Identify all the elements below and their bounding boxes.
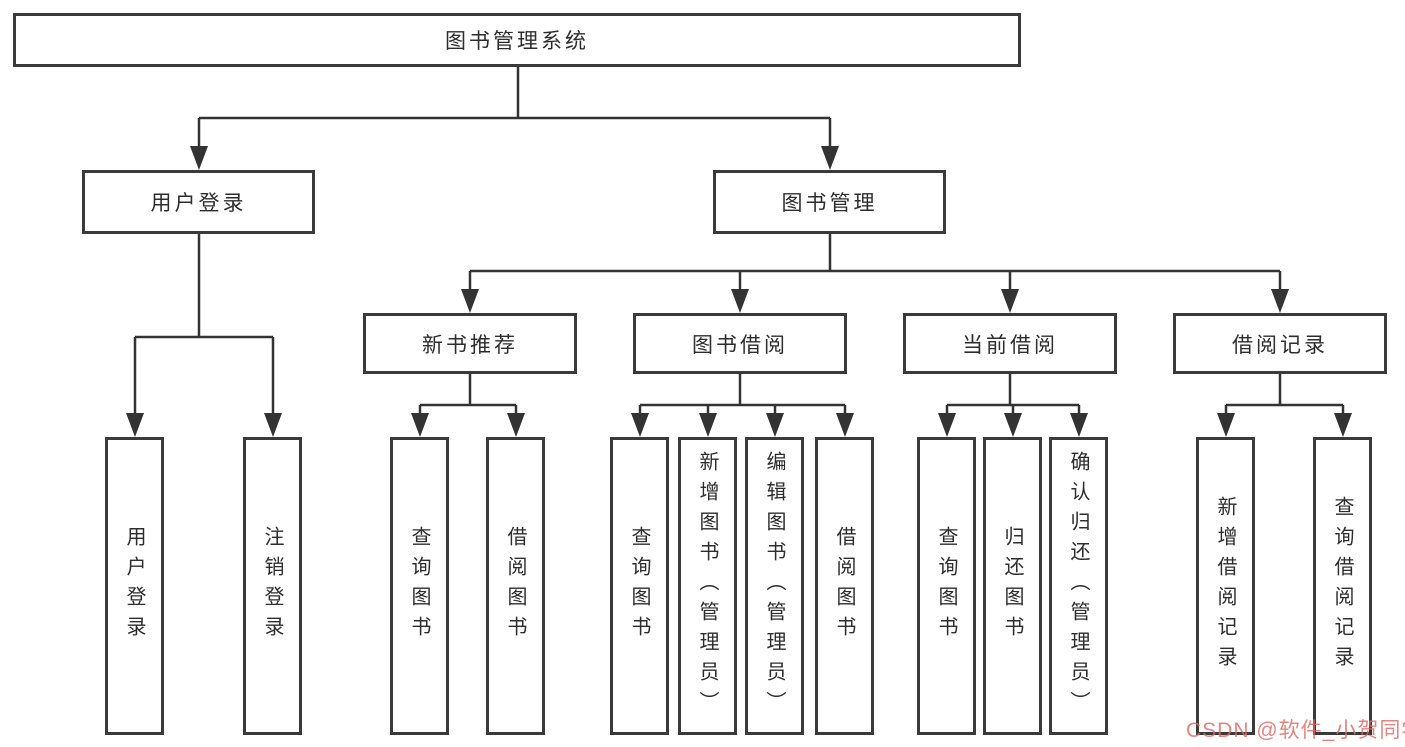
leaf-query-books-borrowing: 查询图书: [610, 437, 669, 735]
csdn-watermark: CSDN @软件_小贺同学: [1186, 719, 1405, 742]
leaf-edit-books-admin: 编辑图书（管理员）: [745, 437, 804, 735]
node-current-borrowing: 当前借阅: [903, 313, 1117, 374]
node-book-management: 图书管理: [713, 170, 946, 234]
leaf-logout: 注销登录: [243, 437, 302, 735]
leaf-query-books-recommend: 查询图书: [390, 437, 449, 735]
node-new-book-recommend: 新书推荐: [363, 313, 577, 374]
leaf-query-borrow-record: 查询借阅记录: [1313, 437, 1372, 735]
leaf-user-login: 用户登录: [105, 437, 164, 735]
leaf-return-books: 归还图书: [983, 437, 1042, 735]
node-user-login: 用户登录: [82, 170, 315, 234]
leaf-confirm-return-admin: 确认归还（管理员）: [1049, 437, 1108, 735]
leaf-query-books-current: 查询图书: [917, 437, 976, 735]
leaf-add-books-admin: 新增图书（管理员）: [678, 437, 737, 735]
node-borrow-records: 借阅记录: [1173, 313, 1387, 374]
node-library-system: 图书管理系统: [13, 13, 1021, 67]
leaf-borrow-books-recommend: 借阅图书: [486, 437, 545, 735]
node-book-borrowing: 图书借阅: [633, 313, 847, 374]
leaf-add-borrow-record: 新增借阅记录: [1196, 437, 1255, 735]
leaf-borrow-books: 借阅图书: [815, 437, 874, 735]
